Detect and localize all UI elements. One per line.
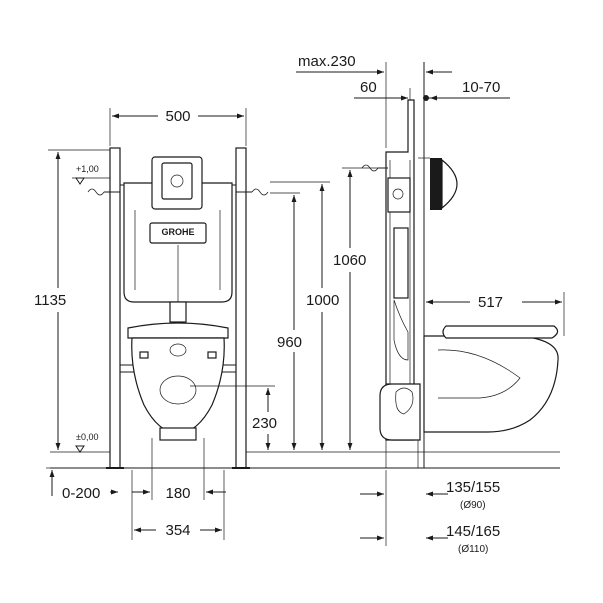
- dim-frame-60: 60: [354, 79, 430, 101]
- toilet-bowl-front: [127, 322, 229, 441]
- dim-drain-110-label: 145/165: [446, 523, 500, 540]
- dim-foot-spacing-354: 354: [131, 470, 225, 540]
- dim-wall-10-70: 10-70: [423, 79, 510, 101]
- dim-height-1135-label: 1135: [34, 292, 66, 309]
- side-view: [361, 62, 559, 468]
- brand-logo: GROHE: [161, 227, 194, 237]
- dim-height-1000-label: 1000: [306, 292, 339, 309]
- level-mark-floor: ±0,00: [75, 432, 98, 453]
- dim-height-230: 230: [190, 385, 277, 450]
- front-view: GROHE: [87, 147, 269, 469]
- dim-height-1060-label: 1060: [333, 252, 366, 269]
- dim-width-500-label: 500: [165, 108, 190, 125]
- dim-bolt-spacing-180: 180: [132, 438, 226, 502]
- dim-bolt-spacing-label: 180: [165, 485, 190, 502]
- dim-wall-range-label: 10-70: [462, 79, 500, 96]
- flush-plate-side: [418, 157, 458, 210]
- frame-side: [385, 99, 415, 441]
- cistern: GROHE: [123, 156, 233, 323]
- level-floor-label: ±0,00: [76, 432, 98, 442]
- toilet-bowl-side: [379, 325, 559, 441]
- dim-height-230-label: 230: [252, 415, 277, 432]
- level-top-label: +1,00: [76, 164, 99, 174]
- dim-frame-60-label: 60: [360, 79, 377, 96]
- dim-bowl-517: 517: [426, 292, 565, 336]
- frame-left-upright: [109, 147, 121, 469]
- dim-height-1000: 1000: [270, 181, 339, 450]
- dim-drain-90-dia: (Ø90): [460, 500, 486, 511]
- floor-line: [50, 451, 560, 469]
- dim-drain-90: 135/155 (Ø90): [360, 470, 500, 546]
- level-mark-top: +1,00: [72, 164, 110, 185]
- dim-drain-110-dia: (Ø110): [458, 544, 488, 555]
- dim-foot-spacing-label: 354: [165, 522, 190, 539]
- dim-bowl-length-label: 517: [478, 294, 503, 311]
- dim-drain-90-label: 135/155: [446, 479, 500, 496]
- dim-max-230-label: max.230: [298, 53, 356, 70]
- dim-height-960: 960: [270, 192, 302, 450]
- dim-offset-label: 0-200: [62, 485, 100, 502]
- dim-width-500: 500: [109, 108, 247, 146]
- frame-right-upright: [235, 147, 247, 469]
- dim-offset-0-200: 0-200: [46, 467, 118, 502]
- dim-drain-110: 145/165 (Ø110): [360, 523, 500, 555]
- dim-height-1060: 1060: [333, 167, 380, 450]
- dim-height-960-label: 960: [277, 334, 302, 351]
- dim-max-230: max.230: [296, 53, 452, 148]
- dim-height-1135: 1135: [34, 149, 110, 450]
